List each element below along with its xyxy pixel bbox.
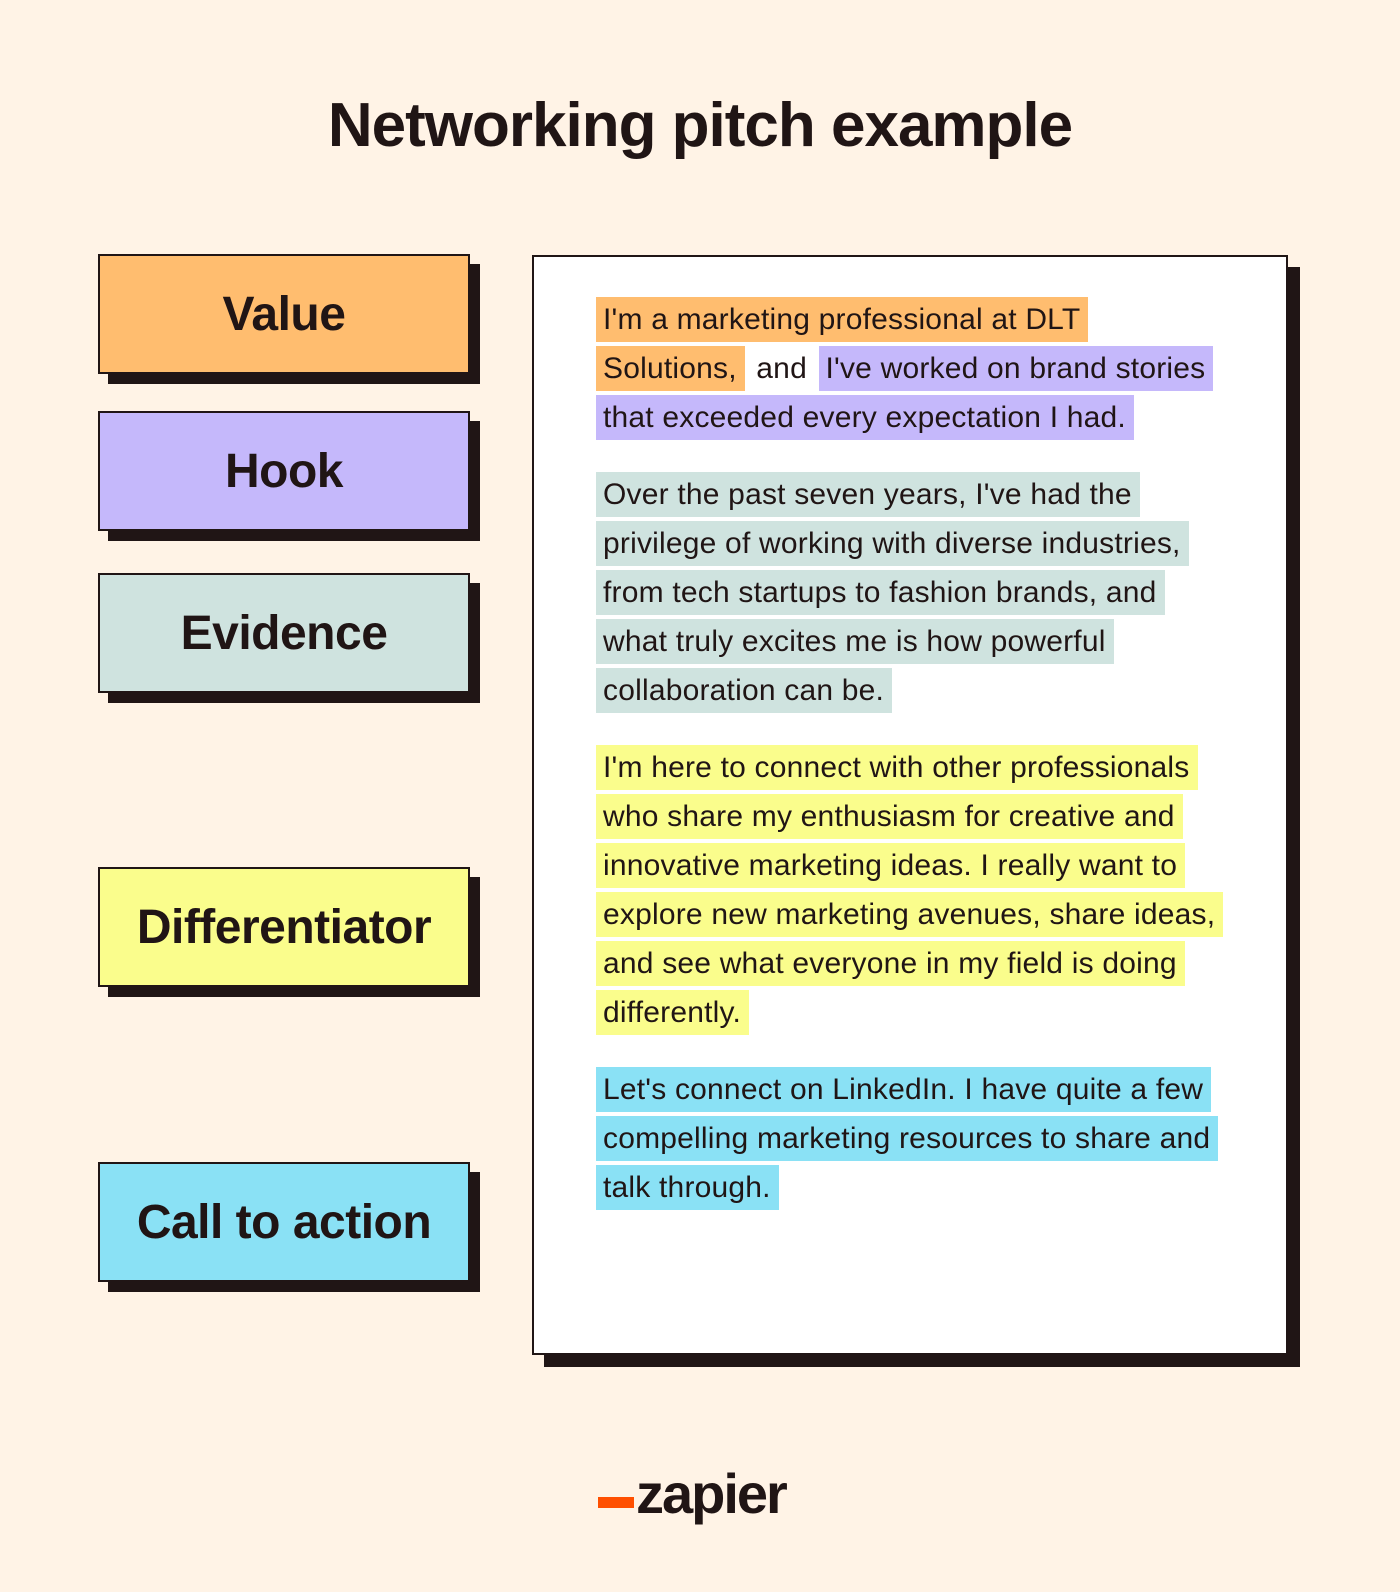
pitch-card: I'm a marketing professional at DLT Solu… (532, 255, 1288, 1355)
logo-text: zapier (636, 1462, 788, 1525)
pitch-paragraph-4: Let's connect on LinkedIn. I have quite … (596, 1065, 1226, 1212)
label-call-to-action: Call to action (98, 1162, 470, 1282)
label-call-to-action-text: Call to action (136, 1195, 432, 1249)
label-differentiator-text: Differentiator (136, 900, 432, 954)
connector-text: and (756, 352, 807, 385)
evidence-highlight: Over the past seven years, I've had the … (596, 472, 1189, 713)
cta-highlight: Let's connect on LinkedIn. I have quite … (596, 1067, 1219, 1210)
page-title: Networking pitch example (327, 91, 1073, 160)
label-value: Value (98, 254, 470, 374)
hook-highlight: I've worked on brand stories that exceed… (596, 346, 1214, 440)
label-differentiator: Differentiator (98, 867, 470, 987)
label-evidence: Evidence (98, 573, 470, 693)
zapier-logo: zapier (598, 1462, 788, 1525)
label-value-text: Value (222, 287, 346, 341)
differentiator-highlight: I'm here to connect with other professio… (596, 745, 1224, 1035)
label-hook: Hook (98, 411, 470, 531)
pitch-paragraph-2: Over the past seven years, I've had the … (596, 470, 1226, 715)
pitch-paragraph-1: I'm a marketing professional at DLT Solu… (596, 295, 1226, 442)
label-hook-text: Hook (225, 444, 344, 498)
logo-underscore-icon (598, 1497, 634, 1508)
label-evidence-text: Evidence (180, 606, 388, 660)
pitch-paragraph-3: I'm here to connect with other professio… (596, 743, 1226, 1037)
